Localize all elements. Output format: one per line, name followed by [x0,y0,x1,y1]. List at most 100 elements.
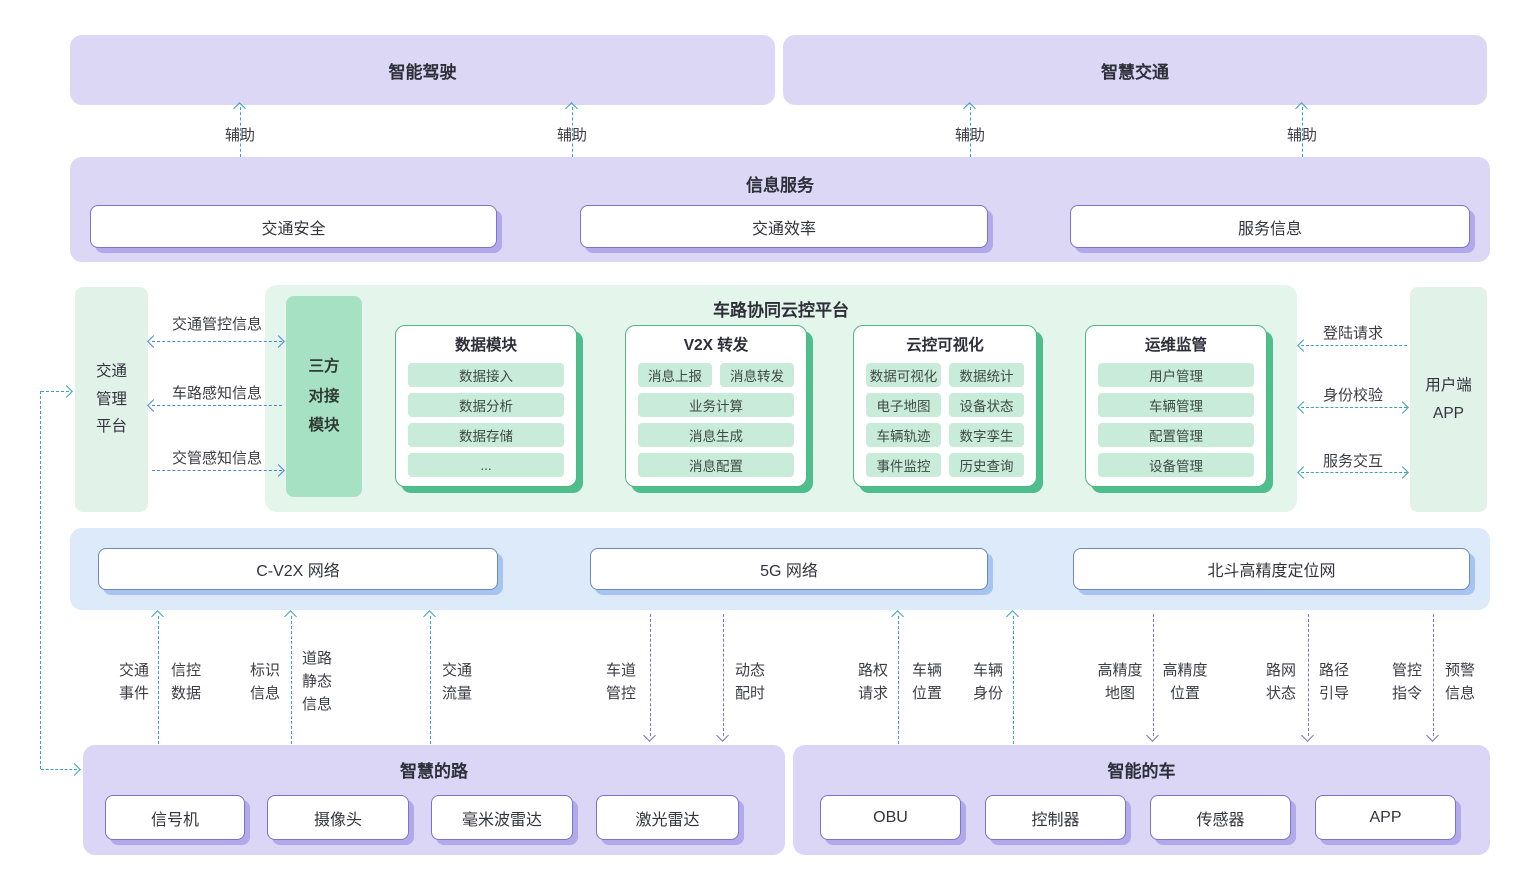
intelligent-driving-box: 智能驾驶 [70,35,775,105]
traffic-efficiency-label: 交通效率 [751,220,816,238]
ops-supervision-card: 运维监管 用户管理 车辆管理 配置管理 设备管理 [1085,325,1267,487]
ops-supervision-title: 运维监管 [1144,337,1207,354]
flow-label-traffic-event: 交通 事件 [118,662,149,702]
down-arrow-head [716,729,729,742]
pill-e-map: 电子地图 [866,393,941,417]
up-arrow-line [1013,616,1014,744]
flow-label-lane-control: 车道 管控 [605,662,636,702]
v2x-forward-title: V2X 转发 [683,337,749,354]
up-arrow-line [898,616,899,744]
vehicle-app-box: APP [1315,795,1456,840]
flow-label-login-request: 登陆请求 [1322,325,1383,342]
pill-event-monitor: 事件监控 [866,453,941,477]
pill-data-visual: 数据可视化 [866,363,941,387]
controller-label: 控制器 [1031,811,1080,829]
pill-msg-report: 消息上报 [638,363,712,387]
loop-connector-line [40,391,41,769]
sensor-label: 传感器 [1196,811,1245,829]
flow-label-traffic-control-info: 交通管控信息 [171,316,262,333]
traffic-mgmt-platform-box: 交通 管理 平台 [75,287,148,512]
pill-msg-generate: 消息生成 [638,423,794,447]
flow-arrow-line [152,405,282,406]
loop-connector-line [41,769,77,770]
signal-machine-label: 信号机 [150,811,199,829]
pill-msg-config: 消息配置 [638,453,794,477]
pill-data-analysis: 数据分析 [408,393,564,417]
flow-label-service-interaction: 服务交互 [1322,453,1383,470]
data-module-card: 数据模块 数据接入 数据分析 数据存储 ... [395,325,577,487]
service-info-label: 服务信息 [1237,220,1302,238]
down-arrow-line [723,614,724,736]
flow-label-sign-info: 标识 信息 [249,662,280,702]
beidou-network-label: 北斗高精度定位网 [1207,563,1336,580]
pill-data-stats: 数据统计 [949,363,1024,387]
data-module-title: 数据模块 [454,337,517,354]
down-arrow-head [1146,729,1159,742]
up-arrow-head [284,610,297,623]
up-arrow-head [423,610,436,623]
cloud-visualization-card: 云控可视化 数据可视化 数据统计 电子地图 设备状态 车辆轨迹 数字孪生 事件监… [853,325,1037,487]
traffic-safety-box: 交通安全 [90,205,497,248]
cloud-platform-title: 车路协同云控平台 [713,301,849,320]
flow-arrow-head-right [1396,401,1409,414]
lidar-label: 激光雷达 [635,811,700,829]
flow-label-route-guidance: 路径 引导 [1318,662,1349,702]
info-service-title: 信息服务 [746,176,814,195]
pill-vehicle-mgmt: 车辆管理 [1098,393,1254,417]
pill-history-query: 历史查询 [949,453,1024,477]
flow-label-road-static-info: 道路 静态 信息 [301,650,332,713]
assist-arrow-line [240,107,241,157]
cv2x-network-box: C-V2X 网络 [98,548,498,590]
obu-label: OBU [873,808,908,826]
smart-transport-box: 智慧交通 [783,35,1487,105]
assist-label: 辅助 [224,127,255,144]
traffic-efficiency-box: 交通效率 [580,205,988,248]
5g-network-label: 5G 网络 [760,563,818,580]
third-party-module-box: 三方 对接 模块 [286,296,362,497]
pill-msg-forward: 消息转发 [720,363,794,387]
up-arrow-line [430,616,431,744]
mmwave-radar-label: 毫米波雷达 [461,811,542,829]
pill-data-storage: 数据存储 [408,423,564,447]
flow-arrow-head-right [1396,466,1409,479]
flow-label-police-perception-info: 交管感知信息 [171,450,262,467]
smart-transport-label: 智慧交通 [1101,62,1169,82]
pill-vehicle-track: 车辆轨迹 [866,423,941,447]
pill-business-compute: 业务计算 [638,393,794,417]
flow-label-roadnet-status: 路网 状态 [1265,662,1296,702]
controller-box: 控制器 [985,795,1126,840]
obu-box: OBU [820,795,961,840]
flow-label-hd-map: 高精度 地图 [1097,662,1143,702]
flow-label-row-request: 路权 请求 [857,662,888,702]
camera-box: 摄像头 [267,795,409,840]
pill-device-status: 设备状态 [949,393,1024,417]
assist-label: 辅助 [954,127,985,144]
loop-connector-line [41,391,69,392]
flow-label-vehicle-identity: 车辆 身份 [972,662,1003,702]
pill-data-more: ... [408,453,564,477]
flow-label-dynamic-timing: 动态 配时 [734,662,765,702]
flow-arrow-line [1301,407,1407,408]
down-arrow-head [1426,729,1439,742]
flow-arrow-line [152,341,282,342]
flow-label-signal-data: 信控 数据 [170,662,201,702]
assist-arrow-line [572,107,573,157]
assist-arrow-line [970,107,971,157]
flow-arrow-line [1301,345,1407,346]
flow-label-control-command: 管控 指令 [1391,662,1422,702]
up-arrow-head [891,610,904,623]
flow-label-vehicle-position: 车辆 位置 [911,662,942,702]
down-arrow-line [1433,614,1434,736]
flow-arrow-head-left [1297,339,1310,352]
loop-arrow-head-top [60,385,73,398]
down-arrow-head [1301,729,1314,742]
flow-label-road-perception-info: 车路感知信息 [171,385,262,402]
flow-label-identity-check: 身份校验 [1322,387,1383,404]
up-arrow-line [291,616,292,744]
flow-arrow-line [152,470,282,471]
pill-config-mgmt: 配置管理 [1098,423,1254,447]
assist-label: 辅助 [1286,127,1317,144]
v2x-forward-card: V2X 转发 消息上报 消息转发 业务计算 消息生成 消息配置 [625,325,807,487]
sensor-box: 传感器 [1150,795,1291,840]
